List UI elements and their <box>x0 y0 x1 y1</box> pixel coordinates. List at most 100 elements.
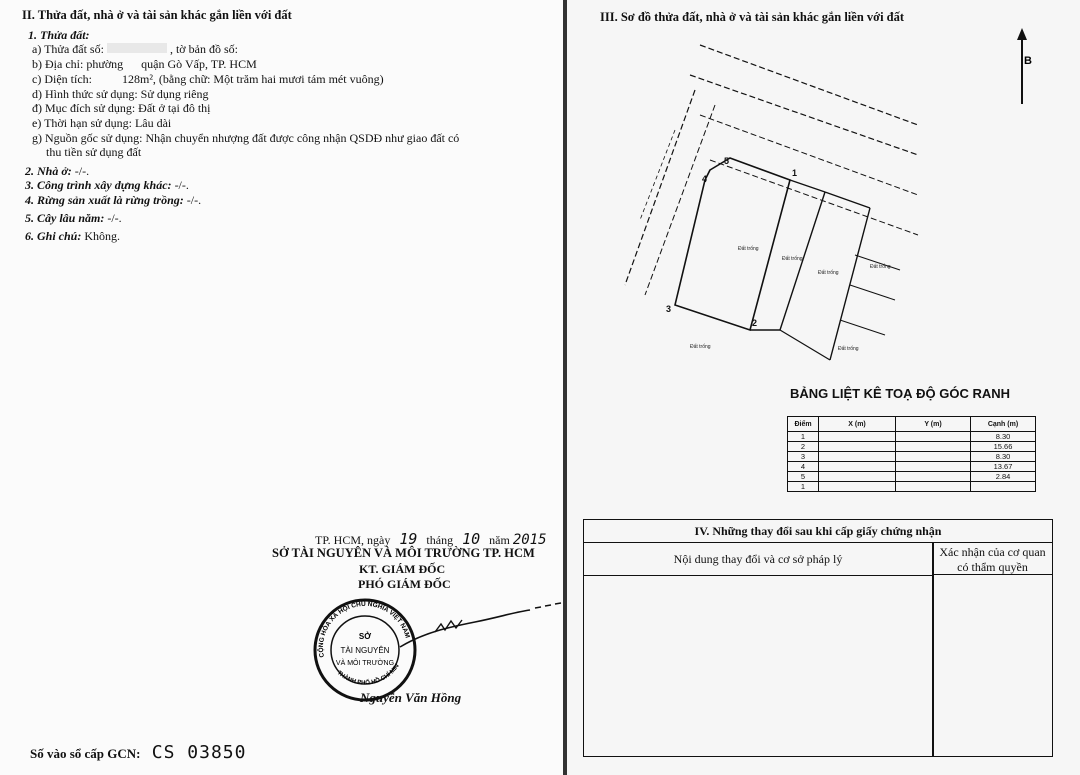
coords-table-title: BẢNG LIỆT KÊ TOẠ ĐỘ GÓC RANH <box>790 386 1011 401</box>
vertex-label: 1 <box>792 168 797 178</box>
cell-edge: 2.84 <box>970 471 1036 482</box>
house-label: 2. Nhà ở: <box>25 164 72 178</box>
map-label: Đất trống <box>690 344 711 350</box>
address-value: quận Gò Vấp, TP. HCM <box>141 57 257 71</box>
cell-edge: 8.30 <box>970 431 1036 442</box>
official-stamp: CỘNG HÒA XÃ HỘI CHỦ NGHĨA VIỆT NAM THÀNH… <box>310 595 417 702</box>
forest-line: 4. Rừng sản xuất là rừng trồng: -/-. <box>25 193 201 208</box>
date-month-label: tháng <box>426 533 454 547</box>
cell-edge: 8.30 <box>970 451 1036 462</box>
coords-header-y: Y (m) <box>895 416 971 432</box>
cell-x <box>818 431 896 442</box>
north-arrow-icon: B <box>1017 28 1032 104</box>
cell-y <box>895 481 971 492</box>
forest-label: 4. Rừng sản xuất là rừng trồng: <box>25 193 184 207</box>
page-fold <box>563 0 567 775</box>
map-label: Đất trống <box>782 256 803 262</box>
construction-value: -/-. <box>174 178 189 192</box>
changes-confirm-header: Xác nhận của cơ quan có thẩm quyền <box>933 543 1052 575</box>
cell-point: 4 <box>787 461 819 472</box>
certificate-register-number: Số vào sổ cấp GCN: CS 03850 <box>30 742 246 763</box>
house-line: 2. Nhà ở: -/-. <box>25 164 89 179</box>
left-page <box>0 0 565 775</box>
changes-table: IV. Những thay đổi sau khi cấp giấy chứn… <box>583 519 1053 757</box>
vertex-label: 3 <box>666 304 671 314</box>
usage-purpose: đ) Mục đích sử dụng: Đất ở tại đô thị <box>32 101 211 115</box>
perennial-label: 5. Cây lâu năm: <box>25 211 105 225</box>
stamp-line-2: TÀI NGUYÊN <box>341 646 390 655</box>
cell-edge <box>970 481 1036 492</box>
issue-date: TP. HCM, ngày 19 tháng 10 năm 2015 <box>315 530 547 548</box>
address-line: b) Địa chỉ: phường quận Gò Vấp, TP. HCM <box>32 57 257 72</box>
gcn-number: CS 03850 <box>151 742 247 763</box>
plot-number-label: a) Thửa đất số: <box>32 42 104 56</box>
cell-point: 1 <box>787 481 819 492</box>
cell-edge: 15.66 <box>970 441 1036 452</box>
vertex-label: 5 <box>724 156 729 166</box>
cell-x <box>818 481 896 492</box>
gcn-label: Số vào sổ cấp GCN: <box>30 746 141 761</box>
table-row: 1 <box>787 481 1036 492</box>
coords-header-x: X (m) <box>818 416 896 432</box>
area-value: 128m², (bằng chữ: Một trăm hai mươi tám … <box>121 72 384 86</box>
map-label: Đất trống <box>838 346 859 352</box>
stamp-line-3: VÀ MÔI TRƯỜNG <box>336 658 394 667</box>
cell-x <box>818 441 896 452</box>
redacted-block <box>106 43 167 53</box>
confirm-header-line1: Xác nhận của cơ quan <box>939 545 1046 559</box>
usage-origin: g) Nguồn gốc sử dụng: Nhận chuyển nhượng… <box>32 131 460 145</box>
column-divider <box>932 543 934 756</box>
cell-x <box>818 461 896 472</box>
cell-y <box>895 441 971 452</box>
date-month: 10 <box>462 530 481 548</box>
map-sheet-label: , tờ bản đồ số: <box>169 42 238 56</box>
coords-header-edge: Cạnh (m) <box>970 416 1036 432</box>
cell-x <box>818 451 896 462</box>
stamp-line-1: SỞ <box>359 632 371 641</box>
cell-edge: 13.67 <box>970 461 1036 472</box>
signer-role-1: KT. GIÁM ĐỐC <box>359 562 446 576</box>
section-4-title: IV. Những thay đổi sau khi cấp giấy chứn… <box>584 520 1052 543</box>
perennial-line: 5. Cây lâu năm: -/-. <box>25 211 122 226</box>
redacted-block <box>126 58 138 68</box>
vertex-label: 2 <box>752 318 757 328</box>
date-year: 2015 <box>512 532 547 548</box>
construction-label: 3. Công trình xây dựng khác: <box>25 178 172 192</box>
note-value: Không. <box>84 229 121 243</box>
address-label: b) Địa chỉ: phường <box>32 57 124 71</box>
signer-name: Nguyễn Văn Hồng <box>360 690 462 705</box>
map-label: Đất trống <box>738 246 759 252</box>
date-day: 19 <box>399 530 418 548</box>
issuing-org: SỞ TÀI NGUYÊN VÀ MÔI TRƯỜNG TP. HCM <box>272 546 535 560</box>
usage-term: e) Thời hạn sử dụng: Lâu dài <box>32 116 172 130</box>
construction-line: 3. Công trình xây dựng khác: -/-. <box>25 178 189 193</box>
cell-y <box>895 461 971 472</box>
house-value: -/-. <box>74 164 90 178</box>
cell-point: 5 <box>787 471 819 482</box>
date-prefix: TP. HCM, ngày <box>315 533 391 547</box>
coords-header-point: Điểm <box>787 416 819 432</box>
north-label: B <box>1024 55 1032 67</box>
map-label: Đất trống <box>870 264 891 270</box>
cell-y <box>895 471 971 482</box>
cell-point: 3 <box>787 451 819 462</box>
signer-role-2: PHÓ GIÁM ĐỐC <box>358 577 451 591</box>
right-page <box>565 0 1080 775</box>
perennial-value: -/-. <box>107 211 122 225</box>
section-2-title: II. Thửa đất, nhà ở và tài sản khác gắn … <box>22 8 292 22</box>
confirm-header-line2: có thẩm quyền <box>957 560 1028 574</box>
usage-form: d) Hình thức sử dụng: Sử dụng riêng <box>32 87 209 101</box>
cell-y <box>895 431 971 442</box>
changes-content-header: Nội dung thay đổi và cơ sở pháp lý <box>584 543 932 576</box>
cell-x <box>818 471 896 482</box>
area-line: c) Diện tích: 128m², (bằng chữ: Một trăm… <box>32 72 384 87</box>
map-label: Đất trống <box>818 270 839 276</box>
area-label: c) Diện tích: <box>32 72 92 86</box>
signature-scribble <box>399 602 562 648</box>
